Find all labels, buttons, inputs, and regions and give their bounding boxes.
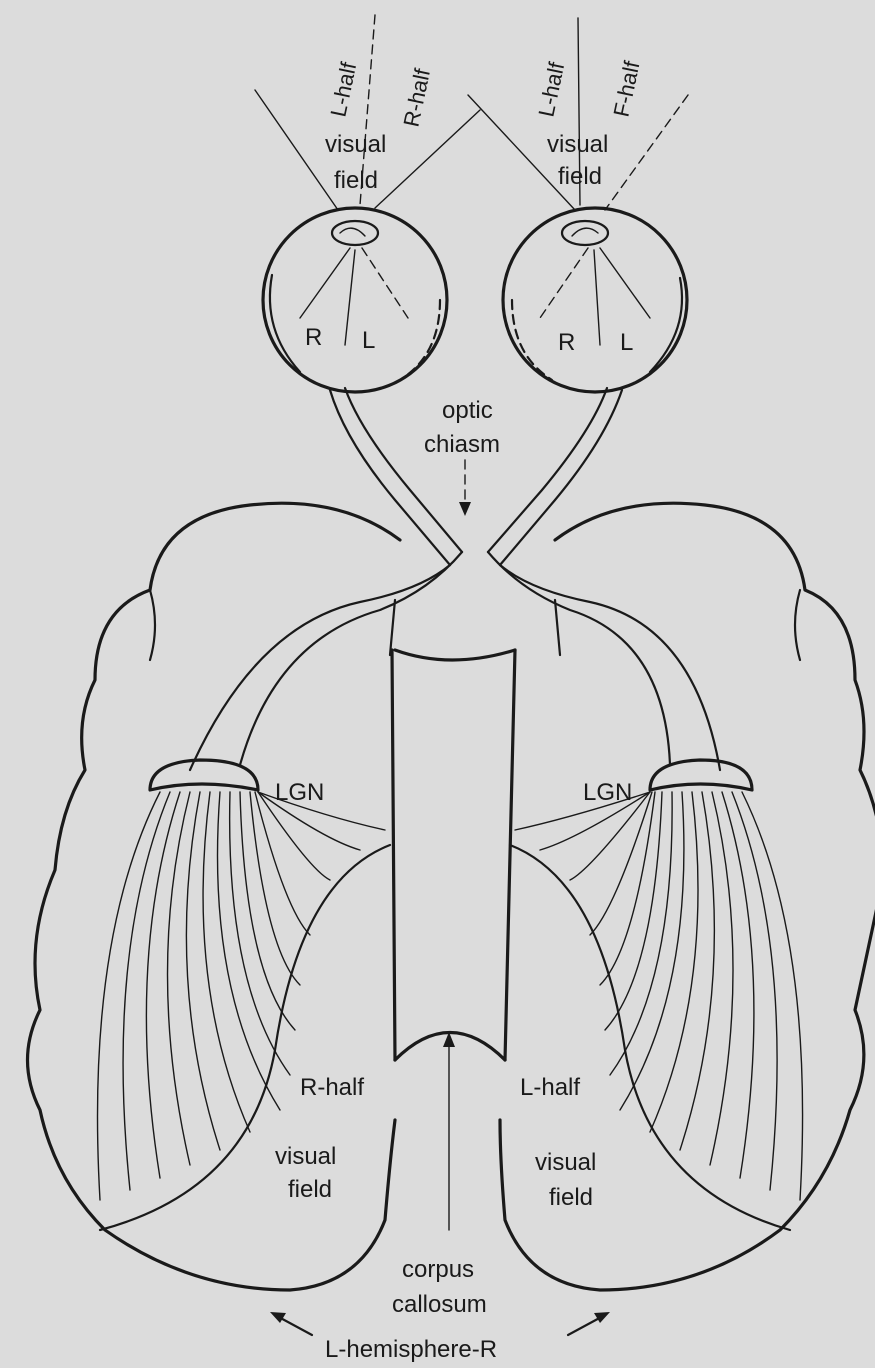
- label-retina-right-l: L: [620, 329, 633, 356]
- label-visual-right-top: visual: [547, 131, 608, 158]
- right-eyeball: [503, 208, 687, 392]
- label-left-eye-r-half: R-half: [398, 66, 435, 129]
- left-eyeball: [263, 208, 447, 392]
- label-lgn-left: LGN: [275, 779, 324, 806]
- label-visual-left-bottom: visual: [275, 1143, 336, 1170]
- label-callosum: callosum: [392, 1291, 487, 1318]
- corpus-callosum: [392, 650, 515, 1060]
- label-l-half: L-half: [520, 1074, 580, 1101]
- label-retina-left-r: R: [305, 324, 322, 351]
- label-retina-right-r: R: [558, 329, 575, 356]
- label-chiasm: chiasm: [424, 431, 500, 458]
- label-field-right-bottom: field: [549, 1184, 593, 1211]
- lgn-left: [150, 760, 258, 790]
- chiasm-arrow: [459, 460, 471, 516]
- left-hemisphere-arrow: [270, 1312, 312, 1335]
- label-hemispheres: L-hemisphere-R: [325, 1336, 497, 1363]
- right-hemisphere-arrow: [568, 1312, 610, 1335]
- label-visual-left-top: visual: [325, 131, 386, 158]
- label-right-eye-l-half: L-half: [533, 59, 569, 119]
- label-visual-right-bottom: visual: [535, 1149, 596, 1176]
- label-retina-left-l: L: [362, 327, 375, 354]
- label-field-right-top: field: [558, 163, 602, 190]
- label-optic: optic: [442, 397, 493, 424]
- lgn-right: [650, 760, 752, 790]
- label-left-eye-l-half: L-half: [325, 59, 361, 119]
- corpus-callosum-arrow: [443, 1032, 455, 1230]
- label-lgn-right: LGN: [583, 779, 632, 806]
- label-field-left-bottom: field: [288, 1176, 332, 1203]
- label-right-eye-r-half: F-half: [608, 58, 644, 119]
- label-corpus: corpus: [402, 1256, 474, 1283]
- label-field-left-top: field: [334, 167, 378, 194]
- label-r-half: R-half: [300, 1074, 364, 1101]
